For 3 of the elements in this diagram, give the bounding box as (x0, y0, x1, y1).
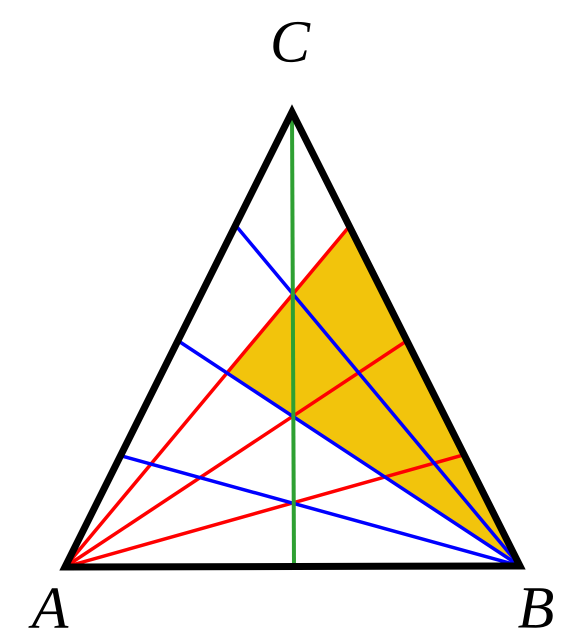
vertex-label: B (518, 588, 553, 628)
vertex-label: C (273, 22, 311, 62)
vertex-label: A (28, 588, 69, 628)
